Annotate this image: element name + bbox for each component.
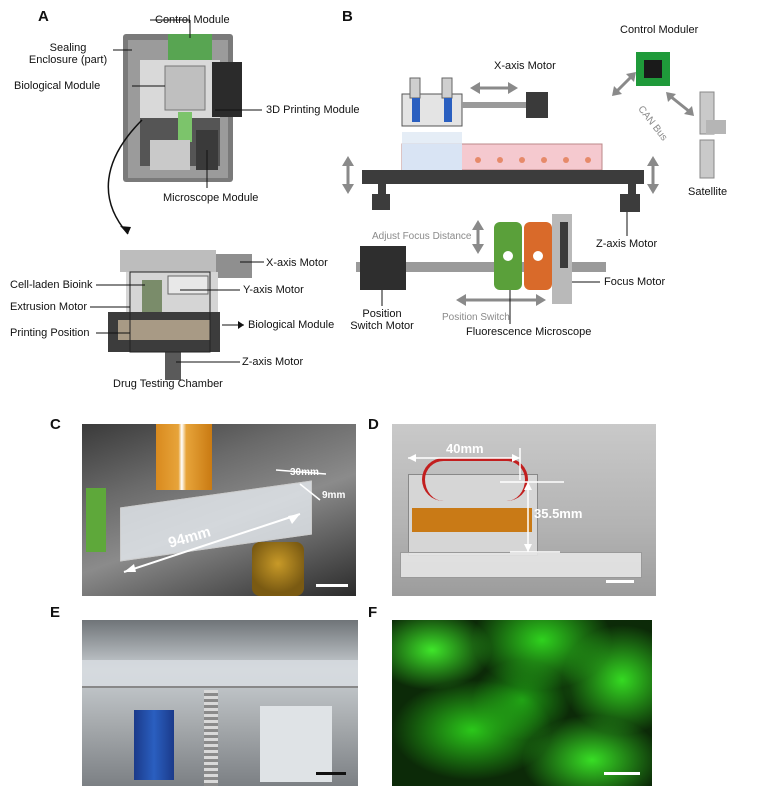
label-adjust-focus-distance: Adjust Focus Distance: [372, 231, 472, 242]
label-a-z-axis-motor: Z-axis Motor: [242, 356, 304, 368]
red-wire: [422, 458, 528, 501]
dim-label-35-5mm: 35.5mm: [534, 506, 583, 521]
printhead-orange: [156, 424, 212, 490]
top-plate: [82, 660, 358, 688]
scalebar-f: [604, 772, 640, 775]
label-extrusion-motor: Extrusion Motor: [10, 301, 88, 313]
label-3d-printing-module: 3D Printing Module: [266, 104, 360, 116]
label-position-switch-motor: Position Switch Motor: [350, 308, 414, 332]
panel-label-e: E: [50, 604, 61, 621]
green-battery: [86, 488, 106, 552]
fluorescence-image: [392, 620, 652, 786]
objective-lens: [252, 542, 304, 596]
orange-flex: [412, 508, 532, 532]
photo-c-printer: [82, 424, 356, 596]
dim-label-30mm: 30mm: [290, 467, 319, 478]
chamber-right: [260, 706, 332, 782]
label-drug-testing-chamber: Drug Testing Chamber: [113, 378, 223, 390]
dim-label-9mm: 9mm: [322, 490, 346, 501]
label-sealing-enclosure: Sealing Enclosure (part): [28, 42, 108, 66]
label-focus-motor: Focus Motor: [604, 276, 666, 288]
label-a-y-axis-motor: Y-axis Motor: [243, 284, 304, 296]
label-b-x-axis-motor: X-axis Motor: [494, 60, 556, 72]
panel-label-c: C: [50, 416, 61, 433]
label-fluorescence-microscope: Fluorescence Microscope: [466, 326, 592, 338]
label-control-moduler: Control Moduler: [620, 24, 699, 36]
label-printing-position: Printing Position: [10, 327, 90, 339]
panel-label-f: F: [368, 604, 378, 621]
scalebar-e: [316, 772, 346, 775]
screw-post: [204, 690, 218, 786]
photo-e-closeup: [82, 620, 358, 786]
panel-label-a: A: [38, 8, 49, 25]
scalebar-c: [316, 584, 348, 587]
photo-d-chip: [392, 424, 656, 596]
dim-label-40mm: 40mm: [446, 441, 484, 456]
label-microscope-module: Microscope Module: [163, 192, 259, 204]
label-position-switch: Position Switch: [442, 312, 510, 323]
label-biological-module: Biological Module: [14, 80, 101, 92]
blue-channel: [134, 710, 174, 780]
panel-label-d: D: [368, 416, 379, 433]
label-b-z-axis-motor: Z-axis Motor: [596, 238, 658, 250]
label-control-module: Control Module: [155, 14, 230, 26]
label-satellite: Satellite: [688, 186, 728, 198]
label-a-biological-module: Biological Module: [248, 319, 335, 331]
panel-label-b: B: [342, 8, 353, 25]
label-a-x-axis-motor: X-axis Motor: [266, 257, 328, 269]
label-cell-laden-bioink: Cell-laden Bioink: [10, 279, 93, 291]
scalebar-d: [606, 580, 634, 583]
